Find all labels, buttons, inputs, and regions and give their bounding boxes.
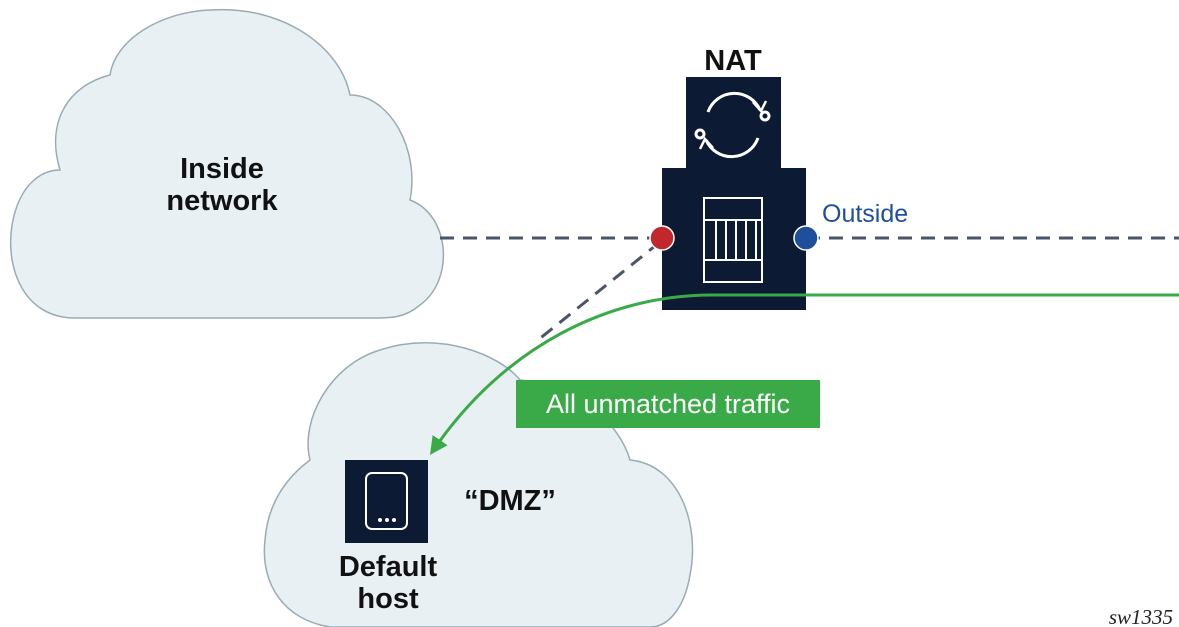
- firewall-icon: [703, 197, 763, 283]
- dmz-link: [537, 240, 661, 342]
- inside-network-cloud: [9, 8, 445, 319]
- inside-port: [649, 225, 675, 251]
- unmatched-traffic-badge: [516, 380, 820, 428]
- unmatched-traffic-label: All unmatched traffic: [546, 389, 790, 419]
- default-host-label-line2: host: [357, 583, 419, 615]
- refresh-cycle-icon: [694, 91, 771, 159]
- inside-network-label-line2: network: [166, 185, 278, 217]
- tablet-host-icon: [365, 472, 408, 530]
- figure-id: sw1335: [1109, 605, 1173, 627]
- default-host-label-line1: Default: [339, 551, 438, 583]
- nat-label: NAT: [704, 45, 762, 77]
- dmz-label: “DMZ”: [464, 485, 556, 517]
- inside-network-label-line1: Inside: [180, 153, 264, 185]
- outside-label: Outside: [822, 200, 908, 228]
- unmatched-traffic-path: [429, 293, 1179, 455]
- nat-router: [662, 168, 806, 310]
- outside-port: [793, 225, 819, 251]
